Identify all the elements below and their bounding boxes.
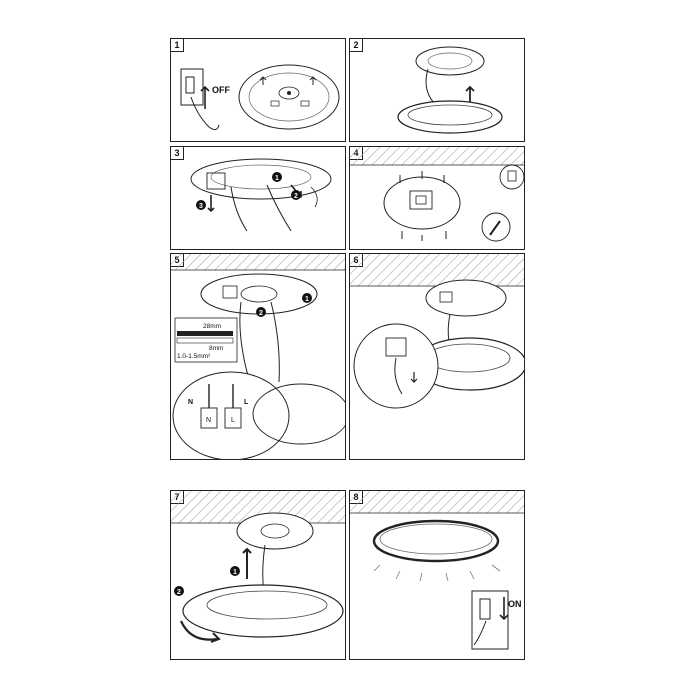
step-5-panel: 5 1 2 28mm 8mm 1.0-1.5mm² [170,253,346,460]
connector-detail-circle [353,323,439,409]
mounting-plate [383,176,461,230]
mounting-plate [425,279,507,317]
wall-switch-icon [180,68,204,106]
callout-badge [291,190,301,200]
neutral-label: N [188,399,193,406]
svg-text:3: 3 [199,203,203,210]
arrow-up-icon [309,76,317,85]
ceiling-hatch [350,254,524,286]
svg-text:N: N [206,417,211,424]
arrow-up-icon [259,76,267,85]
step-7-panel: 7 1 2 [170,490,346,660]
live-label: L [244,399,249,406]
mounting-plate [415,46,485,76]
arrow-down-icon [499,597,509,621]
ceiling-fixture-disc [238,64,340,130]
callout-badge [196,200,206,210]
svg-text:2: 2 [177,589,181,596]
svg-text:2: 2 [259,310,263,317]
off-label: OFF [212,85,230,95]
step-7-illustration: 1 2 [171,491,345,643]
step-8-illustration: ON [350,491,524,650]
on-label: ON [508,599,522,609]
svg-text:1: 1 [233,569,237,576]
hand-icon [473,620,487,646]
step-1-illustration: OFF [180,64,340,131]
step-1-number: 1 [171,39,184,52]
ceiling-hatch [171,254,345,270]
screw-detail-icon [499,164,524,190]
step-6-panel: 6 [349,253,525,460]
strip-length-inner: 8mm [209,345,223,352]
step-3-number: 3 [171,147,184,160]
installed-light-panel [372,519,500,563]
step-2-panel: 2 [349,38,525,142]
light-panel-ring [182,584,344,638]
callout-badge [272,172,282,182]
callout-badge [174,586,184,596]
callout-badge [302,293,312,303]
step-4-illustration [350,147,524,242]
svg-text:1: 1 [305,296,309,303]
step-4-panel: 4 [349,146,525,250]
arrow-down-icon [410,372,418,383]
connector-block [385,337,407,357]
svg-text:2: 2 [294,193,298,200]
wire-cross-section: 1.0-1.5mm² [177,353,211,360]
step-6-illustration [350,254,524,409]
arrow-down-icon [207,195,215,213]
step-8-panel: 8 ON [349,490,525,660]
wire [270,301,280,383]
step-3-panel: 3 1 2 3 [170,146,346,250]
light-rays [373,564,501,582]
svg-text:1: 1 [275,175,279,182]
step-2-number: 2 [350,39,363,52]
arrow-up-icon [200,85,210,109]
step-3-illustration: 1 2 3 [190,158,332,232]
step-2-illustration [397,46,503,134]
light-panel-ring [397,100,503,134]
step-1-panel: 1 OFF [170,38,346,142]
arrow-up-icon [242,547,252,579]
step-5-illustration: 1 2 28mm 8mm 1.0-1.5mm² N L N L [171,254,345,459]
hand-icon [190,96,220,131]
ceiling-hatch [350,491,524,513]
callout-badge [230,566,240,576]
ceiling-hatch [350,147,524,165]
strip-length-outer: 28mm [203,323,221,330]
screw-arrows [399,171,447,241]
rotate-arrow-icon [179,620,218,641]
svg-text:L: L [231,417,235,424]
fixture-base [190,158,332,200]
screwdriver-icon [310,186,318,208]
callout-badge [256,307,266,317]
mounting-plate [236,512,314,550]
wire [230,186,248,232]
wire [266,184,292,232]
terminal-block [206,172,226,190]
